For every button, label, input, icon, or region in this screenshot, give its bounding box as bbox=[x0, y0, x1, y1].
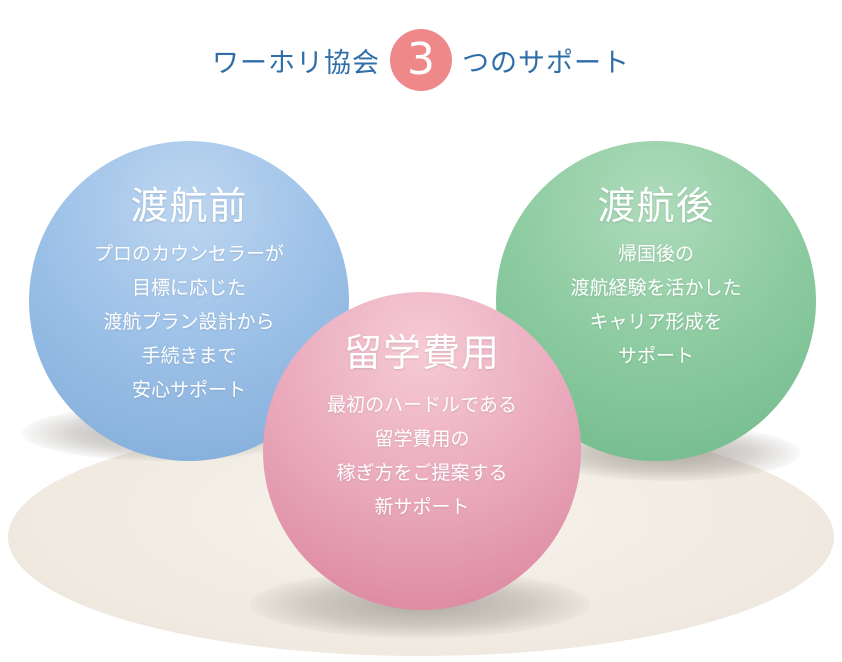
circle-body-after: 帰国後の 渡航経験を活かした キャリア形成を サポート bbox=[496, 237, 816, 373]
header-prefix: ワーホリ協会 bbox=[212, 47, 380, 79]
circle-line: 安心サポート bbox=[131, 379, 246, 401]
circle-line: 最初のハードルである bbox=[327, 394, 517, 416]
header-title: ワーホリ協会 3 つのサポート bbox=[0, 28, 842, 92]
circle-body-cost: 最初のハードルである 留学費用の 稼ぎ方をご提案する 新サポート bbox=[263, 388, 581, 524]
circle-line: 渡航経験を活かした bbox=[570, 277, 742, 299]
header-suffix: つのサポート bbox=[462, 47, 630, 79]
circle-title-after: 渡航後 bbox=[597, 184, 715, 228]
circle-line: キャリア形成を bbox=[589, 311, 723, 333]
circle-line: 帰国後の bbox=[617, 243, 694, 265]
circle-body-before: プロのカウンセラーが 目標に応じた 渡航プラン設計から 手続きまで 安心サポート bbox=[29, 237, 349, 407]
number-badge: 3 bbox=[390, 29, 452, 91]
circle-line: サポート bbox=[617, 345, 694, 367]
circle-title-before: 渡航前 bbox=[130, 184, 248, 228]
circle-line: 目標に応じた bbox=[131, 277, 246, 299]
circle-title-cost: 留学費用 bbox=[343, 331, 500, 375]
circle-line: 稼ぎ方をご提案する bbox=[336, 462, 508, 484]
circle-line: 手続きまで bbox=[141, 345, 237, 367]
circle-line: 留学費用の bbox=[374, 428, 470, 450]
circle-study-cost: 留学費用 最初のハードルである 留学費用の 稼ぎ方をご提案する 新サポート bbox=[263, 292, 581, 610]
circle-line: プロのカウンセラーが bbox=[93, 243, 284, 265]
circle-line: 新サポート bbox=[374, 496, 470, 518]
circle-line: 渡航プラン設計から bbox=[103, 311, 275, 333]
